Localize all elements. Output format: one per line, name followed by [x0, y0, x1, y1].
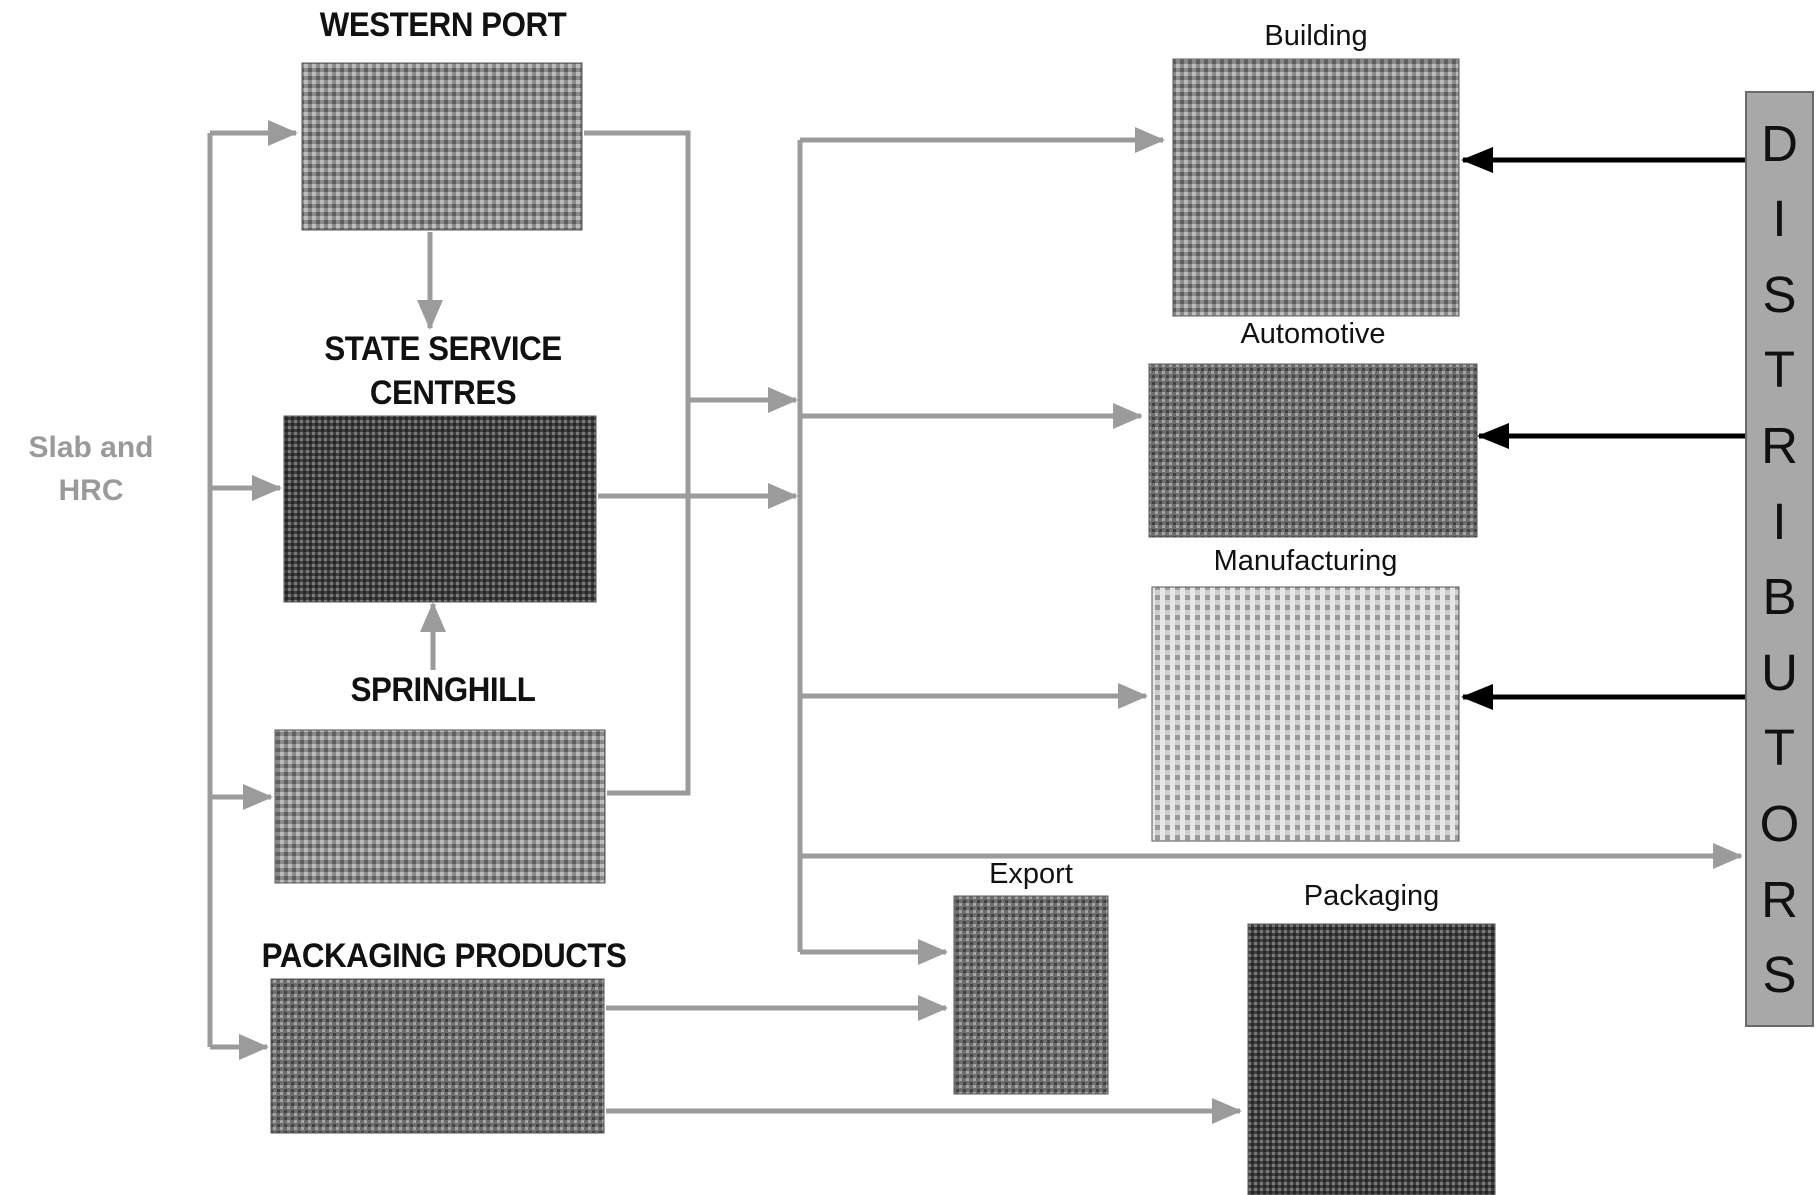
input-label-line1: Slab and — [28, 431, 154, 464]
building-photo — [1172, 58, 1460, 317]
packaging-photo — [1247, 923, 1496, 1195]
western-port-photo — [301, 62, 583, 231]
input-label: Slab and HRC — [6, 426, 176, 512]
export-photo — [953, 895, 1109, 1095]
distributors-letter: S — [1762, 265, 1797, 323]
state-service-centres-photo — [283, 415, 597, 603]
building-label: Building — [1264, 20, 1368, 52]
packaging-products-label: PACKAGING PRODUCTS — [261, 937, 627, 975]
springhill-photo — [274, 729, 606, 884]
distributors-letter: D — [1761, 114, 1798, 172]
distributors-letter: U — [1761, 643, 1798, 701]
distributors-letter: O — [1759, 795, 1800, 853]
distributors-letter: R — [1761, 870, 1798, 928]
collector-bracket — [584, 130, 691, 796]
manufacturing-label: Manufacturing — [1213, 545, 1398, 577]
export-label: Export — [989, 858, 1073, 890]
western-port-label: WESTERN PORT — [319, 6, 567, 44]
packaging-products-photo — [270, 978, 605, 1134]
manufacturing-photo — [1151, 586, 1460, 842]
distributors-letter: B — [1762, 568, 1797, 626]
distributors-letter: T — [1763, 719, 1796, 777]
distributors-letter: T — [1763, 341, 1796, 399]
input-label-line2: HRC — [58, 474, 124, 507]
springhill-label: SPRINGHILL — [350, 671, 536, 709]
distributors-letter: S — [1762, 946, 1797, 1004]
distributors-letter: R — [1761, 417, 1798, 475]
automotive-label: Automotive — [1240, 318, 1386, 350]
distributors-letter: I — [1772, 492, 1787, 550]
distributors-letter: I — [1772, 190, 1787, 248]
automotive-photo — [1148, 363, 1478, 538]
packaging-label: Packaging — [1303, 880, 1440, 912]
state-service-label-line1: STATE SERVICE — [324, 330, 562, 368]
state-service-label-line2: CENTRES — [369, 374, 517, 412]
